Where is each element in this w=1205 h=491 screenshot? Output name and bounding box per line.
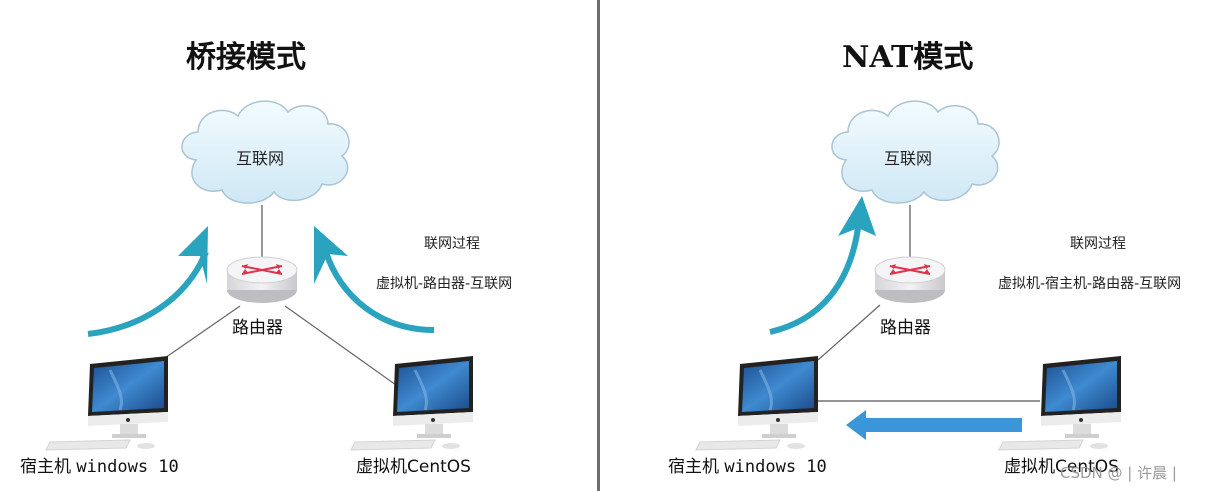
right-host-label: 宿主机 windows 10 <box>668 452 827 477</box>
left-host-label-os: windows 10 <box>76 457 179 477</box>
right-cloud-label: 互联网 <box>884 149 933 168</box>
left-cloud-label: 互联网 <box>236 149 285 168</box>
right-vm-computer-icon <box>997 354 1123 452</box>
nat-left-arrow-icon <box>846 410 1022 440</box>
left-process-title: 联网过程 <box>424 236 480 252</box>
left-host-label: 宿主机 windows 10 <box>20 452 179 477</box>
left-title: 桥接模式 <box>186 40 306 75</box>
right-title: NAT模式 <box>842 40 974 75</box>
right-side-curved-arrow-icon <box>314 226 435 333</box>
left-process-path: 虚拟机-路由器-互联网 <box>376 276 513 292</box>
right-host-label-cn: 宿主机 <box>668 457 719 477</box>
left-router-label: 路由器 <box>232 318 283 338</box>
left-router-icon <box>226 256 298 304</box>
right-host-label-os: windows 10 <box>724 457 827 477</box>
right-process-title: 联网过程 <box>1070 236 1126 252</box>
left-vm-label: 虚拟机CentOS <box>356 457 471 477</box>
right-vm-label: 虚拟机CentOS <box>1004 457 1119 477</box>
nat-curved-arrow-icon <box>769 196 876 335</box>
right-host-computer-icon <box>694 354 820 452</box>
right-router-label: 路由器 <box>880 318 931 338</box>
left-host-computer-icon <box>44 354 170 452</box>
panel-divider <box>597 0 600 491</box>
csdn-watermark: CSDN @ | 许晨 | <box>1060 464 1177 482</box>
left-vm-computer-icon <box>349 354 475 452</box>
left-host-label-cn: 宿主机 <box>20 457 71 477</box>
right-process-path: 虚拟机-宿主机-路由器-互联网 <box>998 276 1182 292</box>
left-curved-arrow-icon <box>87 226 209 337</box>
right-router-icon <box>874 256 946 304</box>
